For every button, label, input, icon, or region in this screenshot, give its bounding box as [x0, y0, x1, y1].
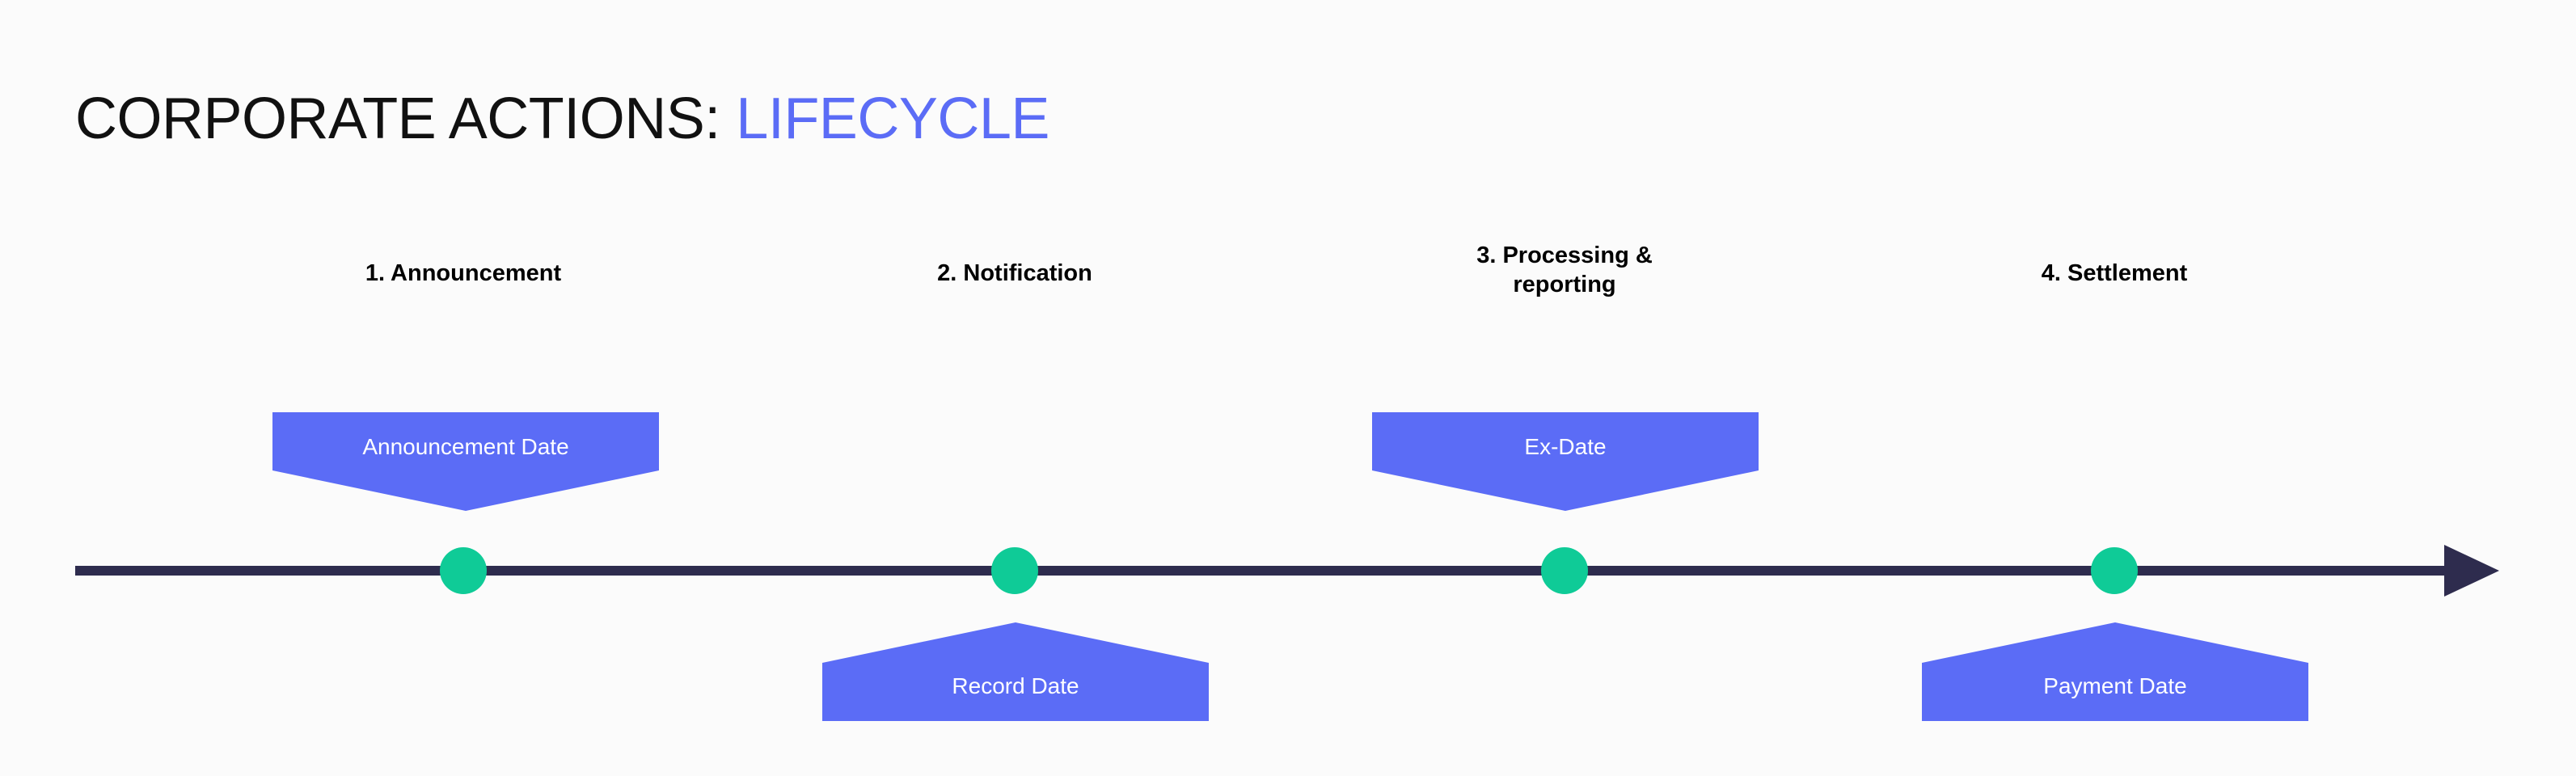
banner-label: Announcement Date: [362, 434, 569, 459]
page-title: CORPORATE ACTIONS: LIFECYCLE: [75, 84, 1049, 154]
banner-record-date: Record Date: [822, 622, 1209, 721]
banner-shape-down-icon: [272, 412, 659, 511]
banner-shape-up-icon: [1922, 622, 2308, 721]
milestone-dot-processing: [1541, 547, 1588, 594]
arrow-right-icon: [2444, 545, 2499, 597]
banner-shape-up-icon: [822, 622, 1209, 721]
milestone-dot-announcement: [440, 547, 487, 594]
milestone-dot-notification: [991, 547, 1038, 594]
step-label-notification: 2. Notification: [937, 260, 1092, 286]
banner-label: Record Date: [952, 673, 1079, 698]
banner-label: Payment Date: [2043, 673, 2187, 698]
step-label-settlement: 4. Settlement: [2041, 260, 2188, 286]
timeline-axis: [75, 545, 2501, 597]
page-title-accent: LIFECYCLE: [736, 86, 1049, 151]
step-label-processing-reporting: 3. Processing & reporting: [1476, 242, 1653, 297]
timeline-line: [75, 566, 2456, 576]
banner-shape-down-icon: [1372, 412, 1759, 511]
banner-payment-date: Payment Date: [1922, 622, 2308, 721]
banner-ex-date: Ex-Date: [1372, 412, 1759, 511]
banner-announcement-date: Announcement Date: [272, 412, 659, 511]
page-title-lead: CORPORATE ACTIONS:: [75, 86, 720, 151]
milestone-dot-settlement: [2091, 547, 2138, 594]
banner-label: Ex-Date: [1524, 434, 1607, 459]
step-label-announcement: 1. Announcement: [365, 260, 562, 286]
